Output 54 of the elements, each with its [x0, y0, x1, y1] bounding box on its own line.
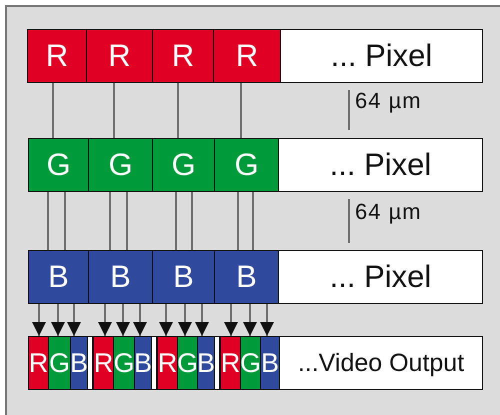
arrow [98, 304, 112, 336]
arrow [224, 304, 238, 336]
connector-line [113, 83, 115, 138]
connector-line [109, 192, 111, 250]
output-color-cell: B [260, 336, 280, 390]
arrow [67, 304, 81, 336]
pixel-cell: G [88, 138, 153, 192]
arrow [159, 304, 173, 336]
output-color-cell: B [70, 336, 88, 390]
output-color-cell: R [157, 336, 178, 390]
output-color-cell: R [220, 336, 241, 390]
connector-line [177, 83, 179, 138]
connector-line [237, 192, 239, 250]
dimension-label: 64 µm [355, 88, 422, 114]
connector-line [240, 83, 242, 138]
arrow [133, 304, 147, 336]
connector-line [64, 192, 66, 250]
connector-line [191, 192, 193, 250]
output-color-cell: B [134, 336, 152, 390]
output-color-cell: B [197, 336, 215, 390]
output-color-cell: G [113, 336, 135, 390]
arrow [178, 304, 192, 336]
pixel-cell: R [86, 29, 153, 83]
pixel-cell: B [88, 250, 153, 304]
output-color-cell: G [48, 336, 71, 390]
pixel-cell: G [28, 138, 89, 192]
arrow [260, 304, 274, 336]
pixel-cell: R [27, 29, 87, 83]
arrow [116, 304, 130, 336]
pixel-cell: B [152, 250, 215, 304]
pixel-row-label-cell: ... Pixel [280, 29, 483, 83]
connector-line [175, 192, 177, 250]
pixel-cell: B [214, 250, 279, 304]
connector-line [126, 192, 128, 250]
connector-line [47, 192, 49, 250]
output-color-cell: G [240, 336, 261, 390]
output-label-cell: ...Video Output [279, 336, 483, 390]
pixel-cell: G [152, 138, 215, 192]
pixel-cell: G [214, 138, 279, 192]
dimension-label: 64 µm [355, 199, 422, 225]
connector-line [252, 192, 254, 250]
arrow [243, 304, 257, 336]
pixel-row-label-cell: ... Pixel [278, 250, 483, 304]
pixel-cell: R [152, 29, 214, 83]
arrow [32, 304, 46, 336]
pixel-cell: R [213, 29, 281, 83]
output-color-cell: R [93, 336, 114, 390]
output-color-cell: R [28, 336, 49, 390]
arrow [195, 304, 209, 336]
pixel-row-label-cell: ... Pixel [278, 138, 483, 192]
connector-line [52, 83, 54, 138]
pixel-cell: B [28, 250, 89, 304]
arrow [51, 304, 65, 336]
output-color-cell: G [177, 336, 198, 390]
